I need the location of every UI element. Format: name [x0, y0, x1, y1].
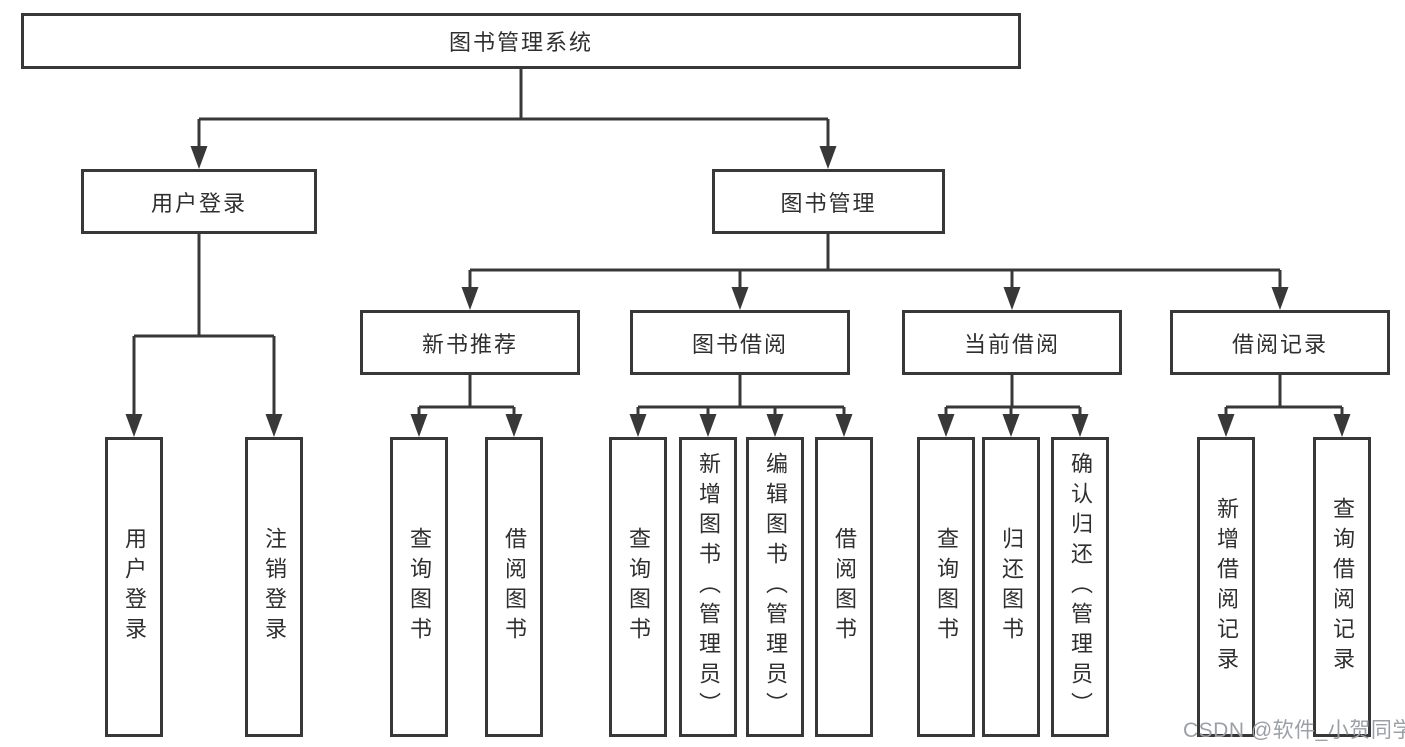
leaf-edit-books-admin: 编辑图书（管理员） [746, 437, 804, 737]
node-label: 查询图书 [934, 527, 959, 647]
node-label: 查询借阅记录 [1330, 497, 1355, 677]
node-label: 新增借阅记录 [1214, 497, 1239, 677]
node-label: 注销登录 [262, 527, 287, 647]
node-label: 编辑图书（管理员） [763, 452, 788, 722]
node-label: 用户登录 [122, 527, 147, 647]
node-label: 借阅图书 [502, 527, 527, 647]
node-label: 新增图书（管理员） [696, 452, 721, 722]
leaf-query-books-2: 查询图书 [609, 437, 667, 737]
node-label: 图书管理系统 [448, 30, 593, 55]
leaf-query-borrow-record: 查询借阅记录 [1313, 437, 1371, 737]
node-label: 查询图书 [626, 527, 651, 647]
node-library-management-system: 图书管理系统 [21, 13, 1021, 69]
node-label: 用户登录 [150, 190, 247, 216]
node-book-borrow: 图书借阅 [630, 310, 850, 375]
node-book-management: 图书管理 [712, 169, 945, 234]
leaf-query-books-3: 查询图书 [917, 437, 975, 737]
leaf-user-login: 用户登录 [105, 437, 163, 737]
leaf-borrow-books-2: 借阅图书 [815, 437, 873, 737]
leaf-borrow-books-1: 借阅图书 [485, 437, 543, 737]
leaf-return-books: 归还图书 [982, 437, 1040, 737]
node-label: 查询图书 [407, 527, 432, 647]
leaf-confirm-return-admin: 确认归还（管理员） [1051, 437, 1109, 737]
node-label: 借阅图书 [832, 527, 857, 647]
node-label: 当前借阅 [963, 331, 1060, 357]
arrowheads [125, 146, 1351, 437]
node-label: 图书管理 [780, 190, 877, 216]
node-borrow-records: 借阅记录 [1170, 310, 1390, 375]
node-label: 借阅记录 [1231, 331, 1328, 357]
node-label: 图书借阅 [691, 331, 788, 357]
node-new-book-recommend: 新书推荐 [360, 310, 580, 375]
leaf-add-books-admin: 新增图书（管理员） [679, 437, 737, 737]
leaf-query-books-1: 查询图书 [390, 437, 448, 737]
node-label: 归还图书 [999, 527, 1024, 647]
csdn-watermark: CSDN @软件_小贺同学 [1183, 719, 1405, 742]
node-label: 确认归还（管理员） [1068, 452, 1093, 722]
node-label: 新书推荐 [421, 331, 518, 357]
node-user-login: 用户登录 [81, 169, 317, 234]
node-current-borrow: 当前借阅 [902, 310, 1122, 375]
leaf-logout: 注销登录 [245, 437, 303, 737]
leaf-add-borrow-record: 新增借阅记录 [1197, 437, 1255, 737]
